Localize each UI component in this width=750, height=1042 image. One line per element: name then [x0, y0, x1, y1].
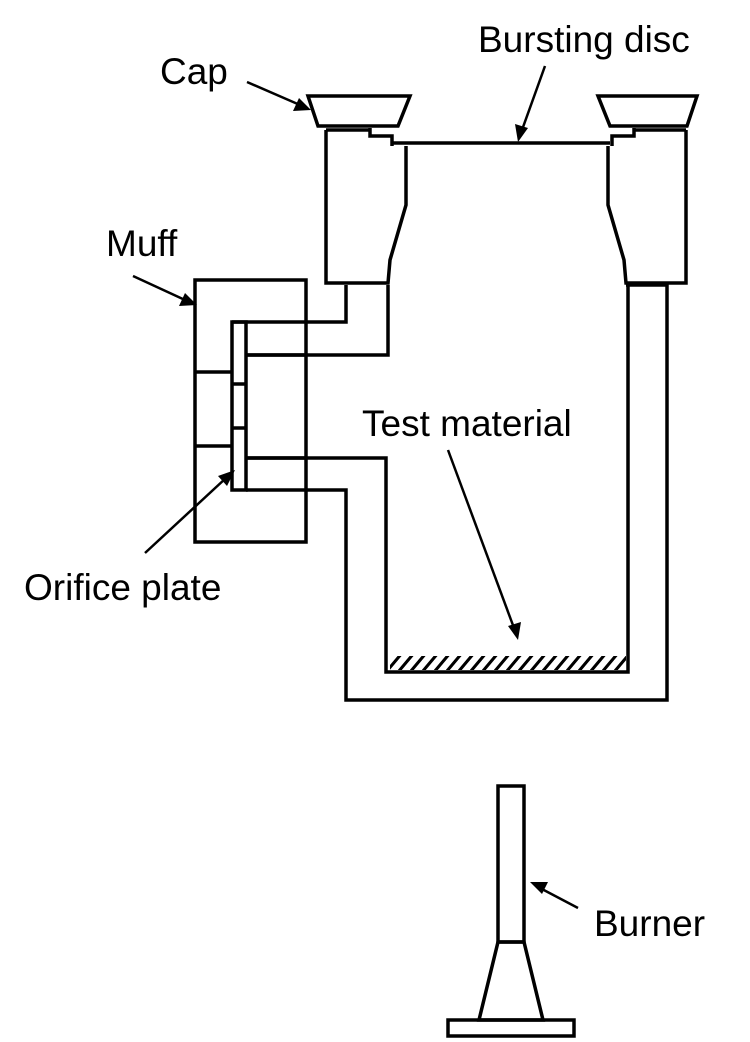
test-material-layer: [390, 656, 626, 670]
cap-left: [305, 94, 413, 128]
test-material-leader: [446, 449, 521, 640]
burner: [446, 784, 576, 1038]
cap-leader: [246, 80, 311, 111]
label-burner: Burner: [594, 903, 705, 944]
orifice-plate-leader: [144, 470, 235, 554]
orifice-plate: [230, 320, 248, 492]
upper-wall-right: [606, 128, 688, 285]
muff: [193, 278, 308, 544]
label-test-material: Test material: [362, 403, 572, 444]
label-muff: Muff: [106, 223, 178, 264]
bursting-disc-leader: [515, 65, 547, 142]
label-orifice-plate: Orifice plate: [24, 567, 221, 608]
label-cap: Cap: [160, 51, 228, 92]
cap-right: [595, 94, 700, 128]
muff-leader: [132, 274, 197, 306]
label-bursting-disc: Bursting disc: [478, 19, 690, 60]
bursting-disc: [368, 128, 636, 146]
upper-wall-left: [324, 128, 408, 285]
burner-leader: [530, 882, 579, 910]
vessel-body: [246, 283, 669, 702]
